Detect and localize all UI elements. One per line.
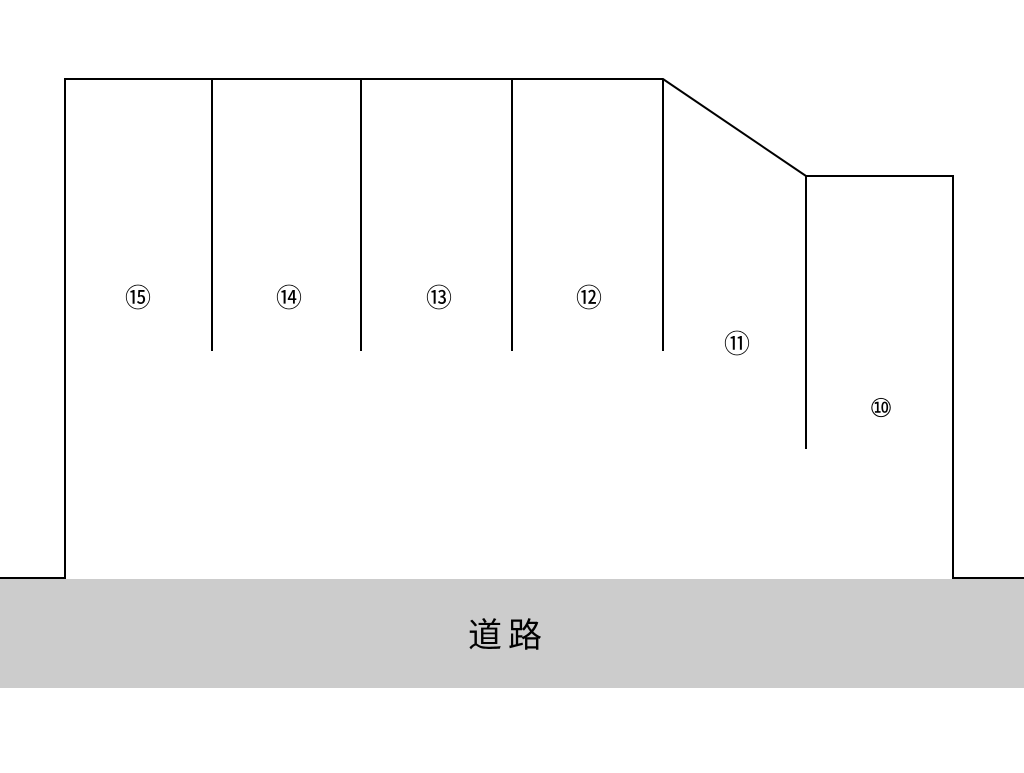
space-12-label: ⑫: [576, 284, 602, 314]
space-14-label: ⑭: [276, 284, 302, 314]
lot-outline: [0, 78, 1024, 579]
space-11-label: ⑪: [724, 330, 750, 360]
lot-boundary: [0, 78, 1024, 579]
space-15-label: ⑮: [125, 284, 151, 314]
space-10-label: ⑩: [869, 394, 892, 424]
road-area: [0, 579, 1024, 688]
road-label: 道路: [468, 616, 548, 656]
space-13-label: ⑬: [426, 284, 452, 314]
